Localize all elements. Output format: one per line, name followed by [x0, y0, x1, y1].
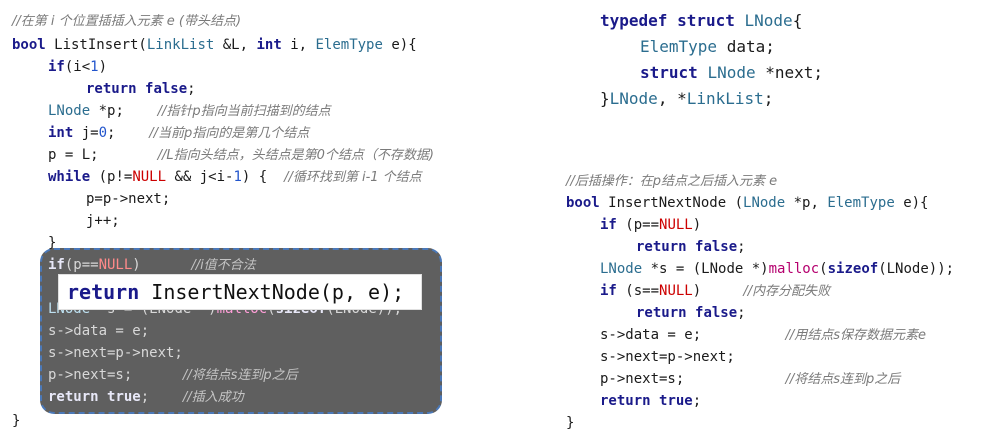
if-line: if(i<1) [48, 59, 108, 75]
field-next-line: struct LNode *next; [640, 63, 824, 82]
field-data-line: ElemType data; [640, 37, 775, 56]
comment-header-left: //在第 i 个位置插插入元素 e (带头结点) [12, 14, 242, 29]
if-null-line: if(p==NULL) //i值不合法 [48, 257, 256, 273]
typedef-line: typedef struct LNode{ [600, 11, 803, 30]
p-next-s-line: p->next=s; //将结点s连到p之后 [48, 367, 298, 383]
r-if-s-null-line: if (s==NULL) //内存分配失败 [600, 283, 831, 299]
signature-line-right: bool InsertNextNode (LNode *p, ElemType … [566, 195, 929, 211]
callout-return-insertnextnode: return InsertNextNode(p, e); [58, 274, 422, 310]
s-data-line: s->data = e; [48, 323, 150, 339]
r-return-false-line: return false; [636, 239, 746, 255]
callout-code: return InsertNextNode(p, e); [67, 280, 405, 304]
r-p-next-line: p->next=s; //将结点s连到p之后 [600, 371, 901, 387]
j-increment-line: j++; [86, 213, 120, 229]
r-s-data-line: s->data = e; //用结点s保存数据元素e [600, 327, 926, 343]
function-end-brace-left: } [12, 413, 21, 429]
r-s-next-line: s->next=p->next; [600, 349, 735, 365]
r-return-true-line: return true; [600, 393, 702, 409]
signature-line-left: bool ListInsert(LinkList &L, int i, Elem… [12, 37, 417, 53]
r-return-false-2-line: return false; [636, 305, 746, 321]
comment-header-right: //后插操作：在p结点之后插入元素 e [566, 174, 778, 189]
p-equals-l-line: p = L; //L指向头结点，头结点是第0个结点（不存数据) [48, 147, 434, 163]
typedef-closing-line: }LNode, *LinkList; [600, 89, 774, 108]
r-lnode-s-line: LNode *s = (LNode *)malloc(sizeof(LNode)… [600, 261, 955, 277]
return-true-line: return true; //插入成功 [48, 389, 244, 405]
p-next-line: p=p->next; [86, 191, 171, 207]
r-if-null-line: if (p==NULL) [600, 217, 702, 233]
while-close-brace: } [48, 235, 57, 251]
return-false-line: return false; [86, 81, 196, 97]
function-end-brace-right: } [566, 415, 575, 431]
int-j-line: int j=0; //当前p指向的是第几个结点 [48, 125, 310, 141]
while-line: while (p!=NULL && j<i-1) { //循环找到第 i-1 个… [48, 169, 422, 185]
lnode-p-line: LNode *p; //指针p指向当前扫描到的结点 [48, 103, 331, 119]
s-next-line: s->next=p->next; [48, 345, 183, 361]
